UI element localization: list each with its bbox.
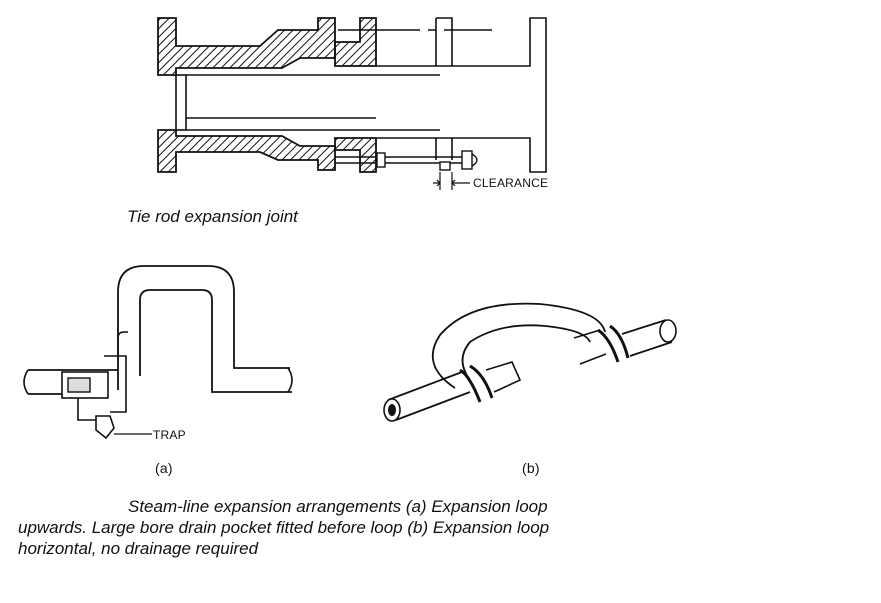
steam-caption-line-3: horizontal, no drainage required xyxy=(18,539,259,558)
pipe-right-join xyxy=(573,329,607,365)
pipe-right-straight xyxy=(621,319,673,357)
horizontal-loop xyxy=(431,302,606,389)
tie-rod-end xyxy=(471,153,478,167)
tie-rod-caption: Tie rod expansion joint xyxy=(127,207,298,226)
tie-rod-nut-right xyxy=(461,150,473,170)
pipe-left-join xyxy=(485,361,522,393)
spigot-end xyxy=(175,74,187,131)
steam-line-caption: Steam-line expansion arrangements (a) Ex… xyxy=(18,496,718,559)
figure-a-label: (a) xyxy=(155,460,173,476)
right-flange-bottom xyxy=(334,137,377,173)
valve-body xyxy=(67,377,91,393)
tie-rod-nut-left xyxy=(376,152,386,168)
pipe-end-right xyxy=(287,367,293,393)
pipe-left-straight xyxy=(387,371,471,421)
left-flange-bottom xyxy=(157,129,336,173)
pipe-end-left xyxy=(23,369,29,395)
clearance-dimension xyxy=(433,172,470,190)
pipe-flange-right-2 xyxy=(440,17,547,173)
clearance-label: CLEARANCE xyxy=(473,176,549,190)
steam-caption-line-2: upwards. Large bore drain pocket fitted … xyxy=(18,518,550,537)
trap-label: TRAP xyxy=(153,428,186,442)
expansion-loop-pipe xyxy=(117,265,292,393)
expansion-loop-upwards xyxy=(23,265,293,440)
trap-body xyxy=(95,415,115,440)
steam-caption-line-1: Steam-line expansion arrangements (a) Ex… xyxy=(128,497,548,516)
pipe-flange-right-1 xyxy=(435,17,453,160)
pipe-body xyxy=(186,65,440,139)
right-flange-top xyxy=(334,17,377,67)
expansion-loop-horizontal xyxy=(383,302,677,422)
pipe-left-bore xyxy=(388,404,396,416)
figure-b-label: (b) xyxy=(522,460,540,476)
coupling-right xyxy=(597,324,630,363)
pipe-right-end xyxy=(659,319,677,343)
left-flange-top xyxy=(157,17,336,76)
coupling-left xyxy=(459,364,494,403)
tie-rod-expansion-joint xyxy=(157,17,547,190)
flange-lug xyxy=(439,161,451,171)
